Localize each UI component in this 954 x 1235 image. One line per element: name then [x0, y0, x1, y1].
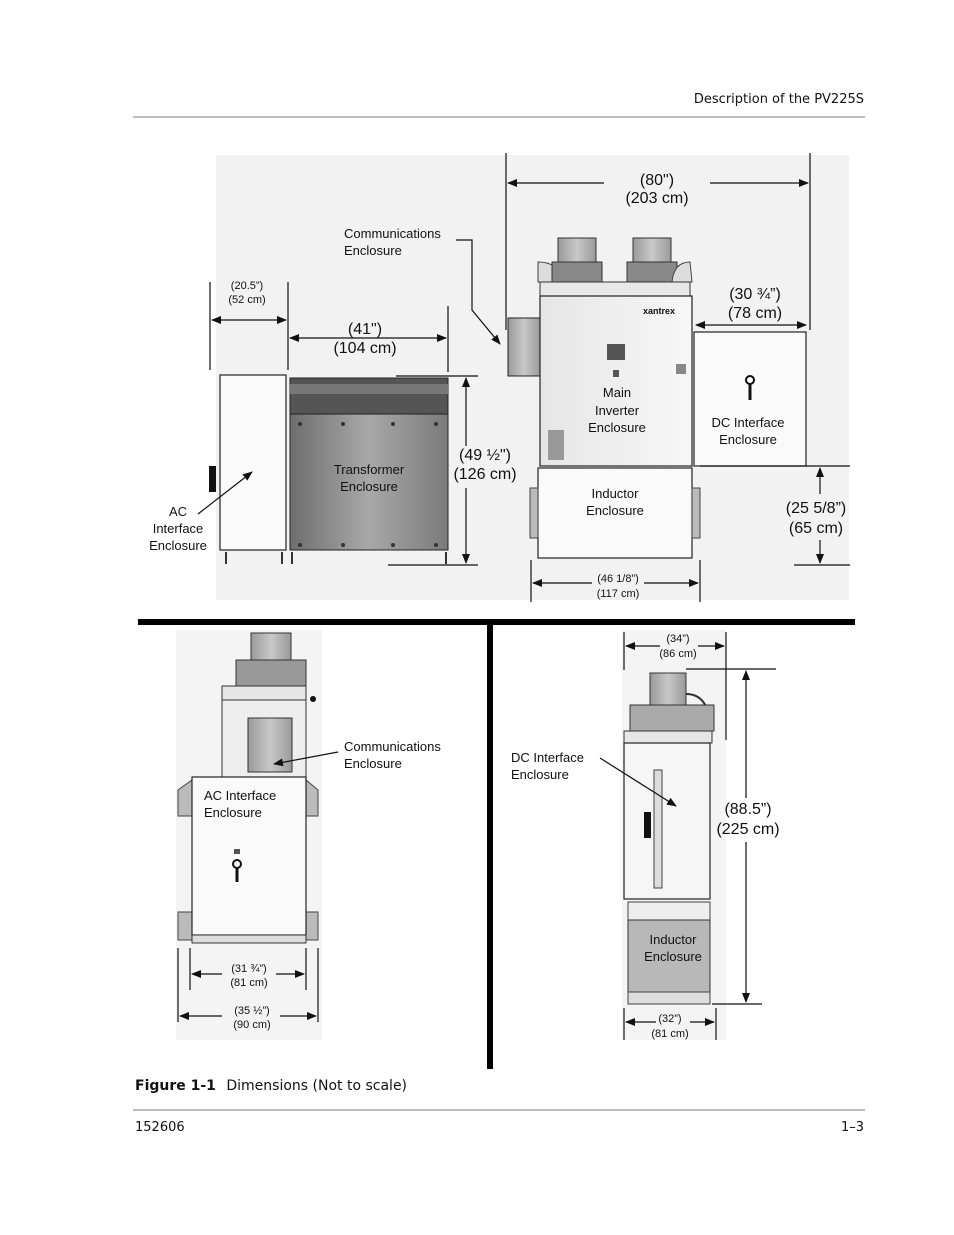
communications-enclosure-shape — [507, 317, 541, 377]
document-number: 152606 — [135, 1120, 185, 1135]
svg-text:(78 cm): (78 cm) — [728, 305, 782, 322]
dim-inductor-height: (25 5/8”) — [786, 500, 846, 517]
inverter-keypad — [548, 430, 564, 460]
figure-caption-text: Dimensions (Not to scale) — [226, 1078, 408, 1094]
main-inverter-enclosure-shape — [539, 295, 693, 467]
dim-ac-depth: (20.5”) — [231, 280, 263, 292]
svg-text:Enclosure: Enclosure — [588, 420, 646, 435]
front-label-communications-enclosure: Communications — [344, 739, 441, 754]
figure-caption: Figure 1-1 Dimensions (Not to scale) — [135, 1078, 407, 1094]
inductor-enclosure-shape — [537, 467, 693, 559]
brand-mark: xantrex — [643, 306, 675, 316]
ac-interface-enclosure-shape — [219, 374, 287, 551]
svg-text:Enclosure: Enclosure — [340, 479, 398, 494]
svg-text:Interface: Interface — [153, 521, 204, 536]
front-label-ac-interface-enclosure: AC Interface — [204, 788, 276, 803]
svg-text:Enclosure: Enclosure — [511, 767, 569, 782]
svg-text:(90 cm): (90 cm) — [233, 1019, 270, 1031]
dim-overall-width: (80") — [640, 172, 674, 189]
svg-text:(81 cm): (81 cm) — [230, 977, 267, 989]
label-main-inverter-enclosure: Main — [603, 385, 631, 400]
svg-text:(104 cm): (104 cm) — [333, 340, 396, 357]
svg-text:(65 cm): (65 cm) — [789, 520, 843, 537]
svg-text:(117 cm): (117 cm) — [597, 588, 640, 600]
dim-side-height: (88.5”) — [724, 801, 771, 818]
dim-side-base-width: (32”) — [658, 1013, 681, 1025]
dim-transformer-width: (41") — [348, 321, 382, 338]
svg-text:(225 cm): (225 cm) — [716, 821, 779, 838]
svg-text:(81 cm): (81 cm) — [651, 1028, 688, 1040]
running-header: Description of the PV225S — [693, 92, 864, 107]
dim-transformer-height: (49 ½") — [459, 447, 511, 464]
figure-number: Figure 1-1 — [135, 1078, 216, 1094]
side-inductor-enclosure — [627, 919, 711, 993]
side-label-inductor-enclosure: Inductor — [650, 932, 698, 947]
page-number: 1–3 — [840, 1120, 864, 1135]
svg-text:(52 cm): (52 cm) — [228, 294, 265, 306]
footer-rule — [133, 1109, 865, 1111]
label-inductor-enclosure: Inductor — [592, 486, 640, 501]
label-ac-interface-enclosure: AC — [169, 504, 187, 519]
front-view-panel: Communications Enclosure AC Interface En… — [176, 630, 441, 1040]
svg-text:Inverter: Inverter — [595, 403, 640, 418]
dim-inverter-width: (46 1/8”) — [597, 573, 639, 585]
ac-handle — [209, 466, 216, 492]
svg-text:Enclosure: Enclosure — [586, 503, 644, 518]
dim-side-top-width: (34”) — [666, 633, 689, 645]
panel-divider-horizontal — [138, 619, 855, 625]
svg-text:Enclosure: Enclosure — [204, 805, 262, 820]
svg-text:(86 cm): (86 cm) — [659, 648, 696, 660]
dim-front-outer-width: (35 ½”) — [234, 1005, 269, 1017]
dim-front-inner-width: (31 ¾”) — [231, 963, 266, 975]
side-dc-handle — [644, 812, 651, 838]
inverter-cooling-stacks — [537, 237, 693, 297]
top-view-panel: xantrex — [149, 153, 850, 602]
top-dimension-lines — [209, 153, 850, 602]
svg-text:(126 cm): (126 cm) — [453, 466, 516, 483]
side-dc-interface-enclosure — [623, 742, 711, 900]
inverter-display — [607, 344, 625, 360]
side-label-dc-interface-enclosure: DC Interface — [511, 750, 584, 765]
svg-text:Enclosure: Enclosure — [719, 432, 777, 447]
side-view-panel: DC Interface Enclosure Inductor Enclosur… — [511, 630, 780, 1040]
front-communications-box — [247, 717, 293, 773]
label-dc-interface-enclosure: DC Interface — [712, 415, 785, 430]
transformer-cap — [289, 377, 449, 415]
svg-text:Enclosure: Enclosure — [344, 243, 402, 258]
header-rule — [133, 116, 865, 118]
transformer-enclosure-shape — [289, 413, 449, 551]
label-communications-enclosure: Communications — [344, 226, 441, 241]
svg-text:(203 cm): (203 cm) — [625, 190, 688, 207]
svg-text:Enclosure: Enclosure — [149, 538, 207, 553]
svg-text:Enclosure: Enclosure — [344, 756, 402, 771]
label-transformer-enclosure: Transformer — [334, 462, 405, 477]
dim-dc-width: (30 ¾”) — [729, 286, 781, 303]
front-ac-interface-enclosure — [191, 776, 307, 936]
svg-text:Enclosure: Enclosure — [644, 949, 702, 964]
panel-divider-vertical — [487, 625, 493, 1069]
